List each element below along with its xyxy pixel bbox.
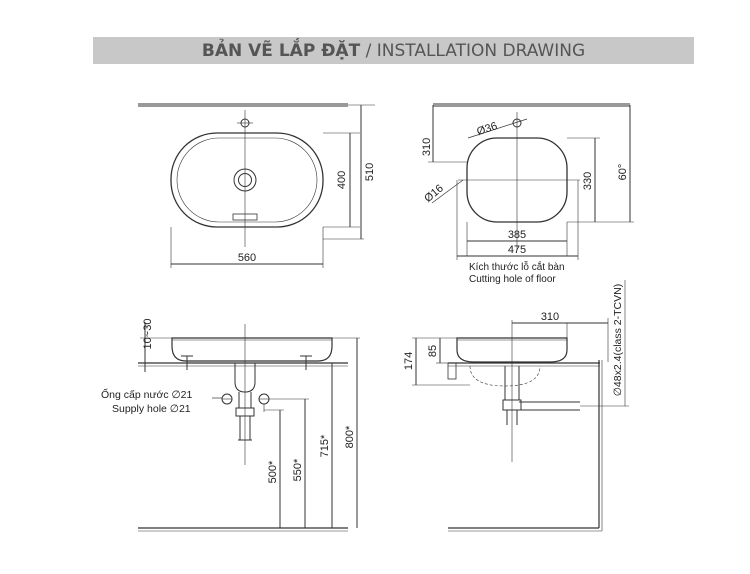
front-supply-label-en: Supply hole ∅21 xyxy=(112,403,191,415)
cutout-inner-width-label: 385 xyxy=(508,229,526,241)
front-dim-550: 550* xyxy=(292,458,304,481)
cutout-depth-total-label: 310 xyxy=(421,138,433,156)
side-view xyxy=(412,280,629,532)
basin-profile-side xyxy=(456,337,568,363)
front-dim-800: 800* xyxy=(344,425,356,448)
front-dim-500: 500* xyxy=(267,460,279,483)
overflow-slot xyxy=(232,213,258,221)
cutout-depth-label: 330 xyxy=(582,172,594,190)
cutout-view xyxy=(428,103,634,260)
cutout-angle-label: 60° xyxy=(617,164,629,181)
side-height-total-label: 174 xyxy=(403,352,415,370)
drain-trap-front xyxy=(234,363,256,393)
side-depth-label: 310 xyxy=(541,311,559,323)
top-view xyxy=(138,103,375,268)
basin-inner-top xyxy=(176,137,318,223)
basin-outline-top xyxy=(170,132,324,228)
front-dim-715: 715* xyxy=(319,434,331,457)
side-drain-pipe-label: ∅48x2.4(class 2-TCVN) xyxy=(612,284,624,396)
side-height-bowl-label: 85 xyxy=(427,345,439,357)
cutout-caption-vn: Kích thước lỗ cắt bàn xyxy=(469,260,565,273)
top-width-label: 560 xyxy=(238,252,256,264)
cutout-caption-en: Cutting hole of floor xyxy=(469,274,556,285)
top-depth-inner-label: 400 xyxy=(336,171,348,189)
front-view xyxy=(138,322,360,532)
cutout-outer-width-label: 475 xyxy=(508,244,526,256)
front-supply-label-vn: Ống cấp nước ∅21 xyxy=(101,387,193,401)
top-depth-outer-label: 510 xyxy=(364,163,376,181)
front-counter-thickness-label: 10~30 xyxy=(142,319,154,350)
title-separator: / xyxy=(360,40,377,61)
drawing-title-bar: BẢN VẼ LẮP ĐẶT / INSTALLATION DRAWING xyxy=(93,37,694,64)
title-vietnamese: BẢN VẼ LẮP ĐẶT xyxy=(201,40,361,61)
cutout-tap-hole-label: Ø36 xyxy=(475,120,498,138)
title-english: INSTALLATION DRAWING xyxy=(376,40,586,61)
cutout-tap-hole xyxy=(512,118,522,128)
basin-profile-front xyxy=(171,337,333,362)
